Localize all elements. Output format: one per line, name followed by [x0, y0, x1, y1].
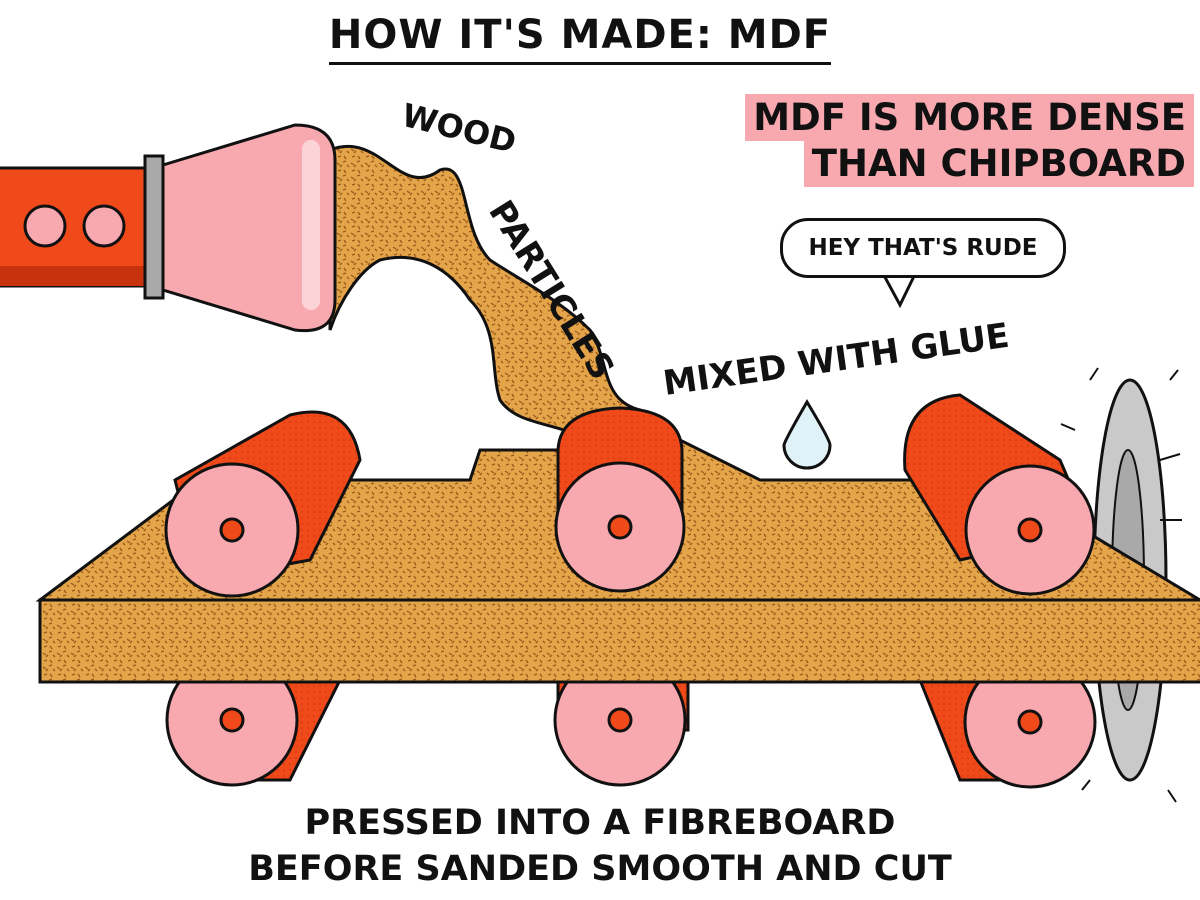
- caption-line-1: PRESSED INTO A FIBREBOARD: [304, 803, 896, 843]
- title-text: HOW IT'S MADE: MDF: [328, 12, 832, 65]
- caption-line-2: BEFORE SANDED SMOOTH AND CUT: [248, 849, 952, 889]
- speech-text: HEY THAT'S RUDE: [808, 235, 1038, 261]
- particle-stream: [328, 144, 682, 452]
- note-line-1: MDF IS MORE DENSE: [745, 94, 1194, 141]
- glue-drop-icon: [782, 399, 832, 470]
- upper-rollers: [164, 393, 1096, 598]
- note-line-2: THAN CHIPBOARD: [803, 140, 1194, 187]
- process-caption: PRESSED INTO A FIBREBOARD BEFORE SANDED …: [0, 800, 1200, 892]
- speech-bubble: HEY THAT'S RUDE: [780, 218, 1066, 278]
- upper-roller-left: [164, 410, 362, 598]
- upper-roller-middle: [554, 406, 686, 593]
- upper-roller-right: [903, 393, 1096, 596]
- label-wood: WOOD: [398, 96, 520, 161]
- density-note: MDF IS MORE DENSE THAN CHIPBOARD: [714, 94, 1194, 187]
- lower-rollers: [165, 638, 1097, 789]
- page-title: HOW IT'S MADE: MDF: [0, 12, 1160, 65]
- label-mixed-with-glue: MIXED WITH GLUE: [661, 316, 1012, 404]
- pipe-nozzle-icon: [0, 123, 337, 333]
